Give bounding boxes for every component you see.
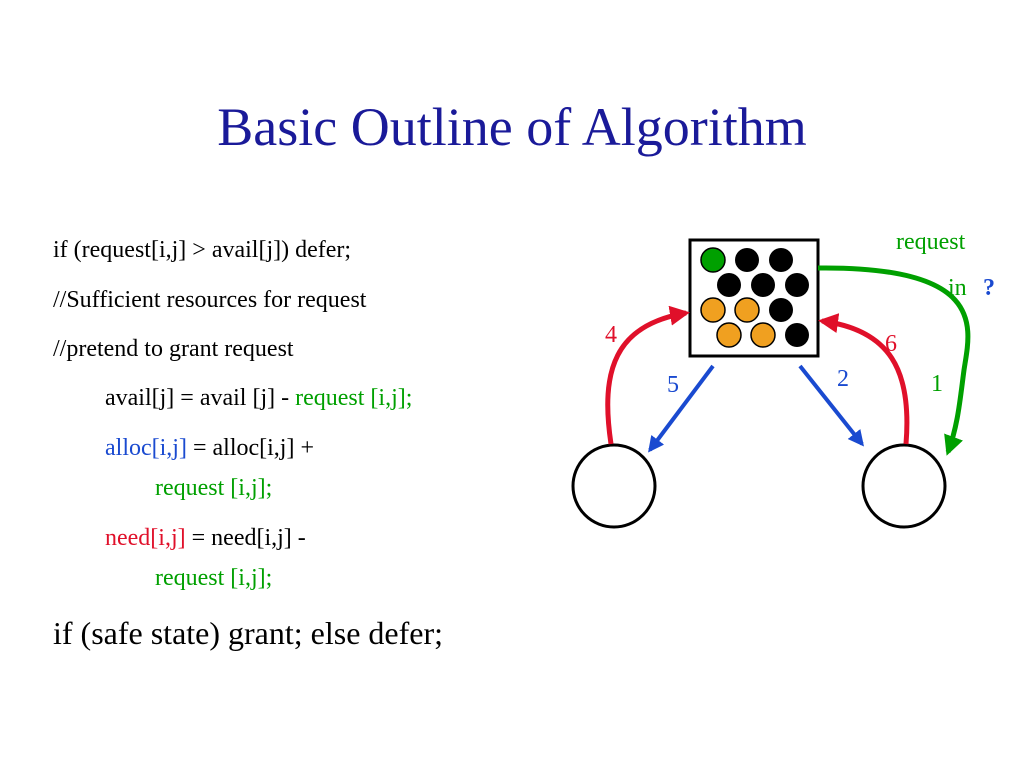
resource-dot-orange (716, 322, 742, 348)
need-expression: = need[i,j] - (185, 525, 306, 551)
code-comment-pretend: //pretend to grant request (53, 336, 294, 362)
arrow-red-6 (818, 313, 910, 445)
resource-dot-black (785, 323, 809, 347)
resource-dot-black (785, 273, 809, 297)
avail-request-term: request [i,j]; (295, 385, 413, 411)
process-node-left (571, 443, 657, 529)
arrow-red-4 (605, 305, 690, 445)
label-question: ? (983, 275, 995, 301)
code-line-alloc: alloc[i,j] = alloc[i,j] + (105, 436, 314, 460)
code-comment-sufficient: //Sufficient resources for request (53, 287, 367, 313)
code-line-safe-state: if (safe state) grant; else defer; (53, 615, 444, 651)
resource-dot-black (735, 248, 759, 272)
resource-dot-green (700, 247, 726, 273)
code-line-avail: avail[j] = avail [j] - request [i,j]; (105, 386, 412, 410)
label-2: 2 (837, 366, 849, 392)
resource-dot-black (717, 273, 741, 297)
label-5: 5 (667, 372, 679, 398)
arrow-green-1 (817, 265, 971, 456)
slide-title: Basic Outline of Algorithm (217, 97, 807, 157)
arrow-blue-2 (798, 364, 864, 447)
label-6: 6 (885, 331, 897, 357)
process-node-right (861, 443, 947, 529)
label-request: request (896, 229, 966, 255)
resource-dot-orange (700, 297, 726, 323)
resource-dot-black (751, 273, 775, 297)
code-line-defer-check: if (request[i,j] > avail[j]) defer; (53, 237, 352, 263)
resource-dot-orange (750, 322, 776, 348)
resource-dot-orange (734, 297, 760, 323)
arrow-blue-5 (648, 364, 715, 453)
resource-dot-black (769, 248, 793, 272)
alloc-expression: = alloc[i,j] + (186, 435, 314, 461)
label-in: in (948, 275, 967, 301)
alloc-request-term: request [i,j]; (155, 475, 273, 501)
need-variable: need[i,j] (105, 525, 186, 551)
code-line-need: need[i,j] = need[i,j] - (105, 526, 306, 550)
label-4: 4 (605, 322, 617, 348)
resource-dot-black (769, 298, 793, 322)
alloc-variable: alloc[i,j] (105, 435, 187, 461)
label-1: 1 (931, 371, 943, 397)
need-request-term: request [i,j]; (155, 565, 273, 591)
avail-expression: avail[j] = avail [j] - (105, 385, 296, 411)
